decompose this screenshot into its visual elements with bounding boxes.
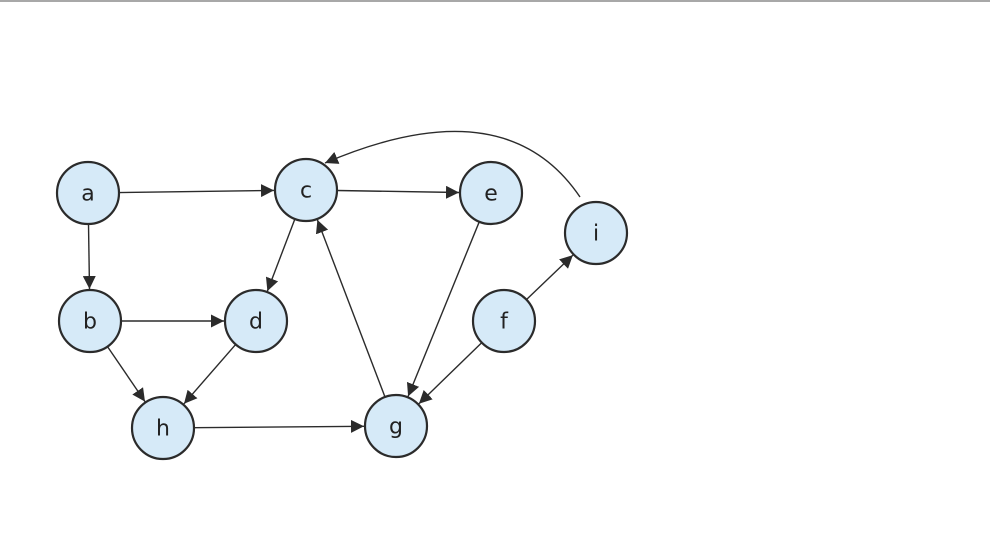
node-e: e bbox=[458, 160, 524, 226]
node-b-label: b bbox=[83, 310, 97, 335]
node-d-label: d bbox=[249, 310, 263, 335]
node-f: f bbox=[471, 288, 537, 354]
node-g-label: g bbox=[389, 415, 403, 440]
node-c-label: c bbox=[300, 179, 312, 204]
node-a: a bbox=[55, 160, 121, 226]
nodes: a b c d e f g h i bbox=[55, 157, 629, 461]
node-h-label: h bbox=[156, 417, 170, 442]
node-d: d bbox=[223, 288, 289, 354]
node-b-circle bbox=[57, 288, 123, 354]
edge-b-to-h bbox=[106, 346, 146, 402]
edge-d-to-h bbox=[183, 343, 237, 405]
node-e-circle bbox=[458, 160, 524, 226]
edge-h-to-g bbox=[193, 419, 365, 433]
node-a-label: a bbox=[81, 182, 94, 207]
node-f-label: f bbox=[500, 310, 509, 335]
edge-f-to-g bbox=[418, 342, 483, 405]
edge-c-to-e bbox=[336, 185, 460, 199]
node-e-label: e bbox=[484, 182, 498, 207]
edge-g-to-c bbox=[315, 219, 386, 398]
top-divider bbox=[0, 0, 990, 2]
node-a-circle bbox=[55, 160, 121, 226]
node-g-circle bbox=[363, 393, 429, 459]
edge-c-to-d bbox=[265, 218, 296, 292]
edge-a-to-c bbox=[118, 184, 275, 198]
node-h-circle bbox=[130, 395, 196, 461]
node-h: h bbox=[130, 395, 196, 461]
edge-e-to-g bbox=[406, 221, 480, 397]
node-i: i bbox=[563, 200, 629, 266]
node-c: c bbox=[273, 157, 339, 223]
node-d-circle bbox=[223, 288, 289, 354]
edges bbox=[82, 130, 581, 433]
node-i-circle bbox=[563, 200, 629, 266]
node-f-circle bbox=[471, 288, 537, 354]
node-g: g bbox=[363, 393, 429, 459]
node-i-label: i bbox=[593, 222, 599, 247]
edge-i-to-c bbox=[324, 130, 581, 198]
node-b: b bbox=[57, 288, 123, 354]
edge-f-to-i bbox=[525, 254, 574, 301]
node-c-circle bbox=[273, 157, 339, 223]
edge-a-to-b bbox=[82, 223, 96, 290]
